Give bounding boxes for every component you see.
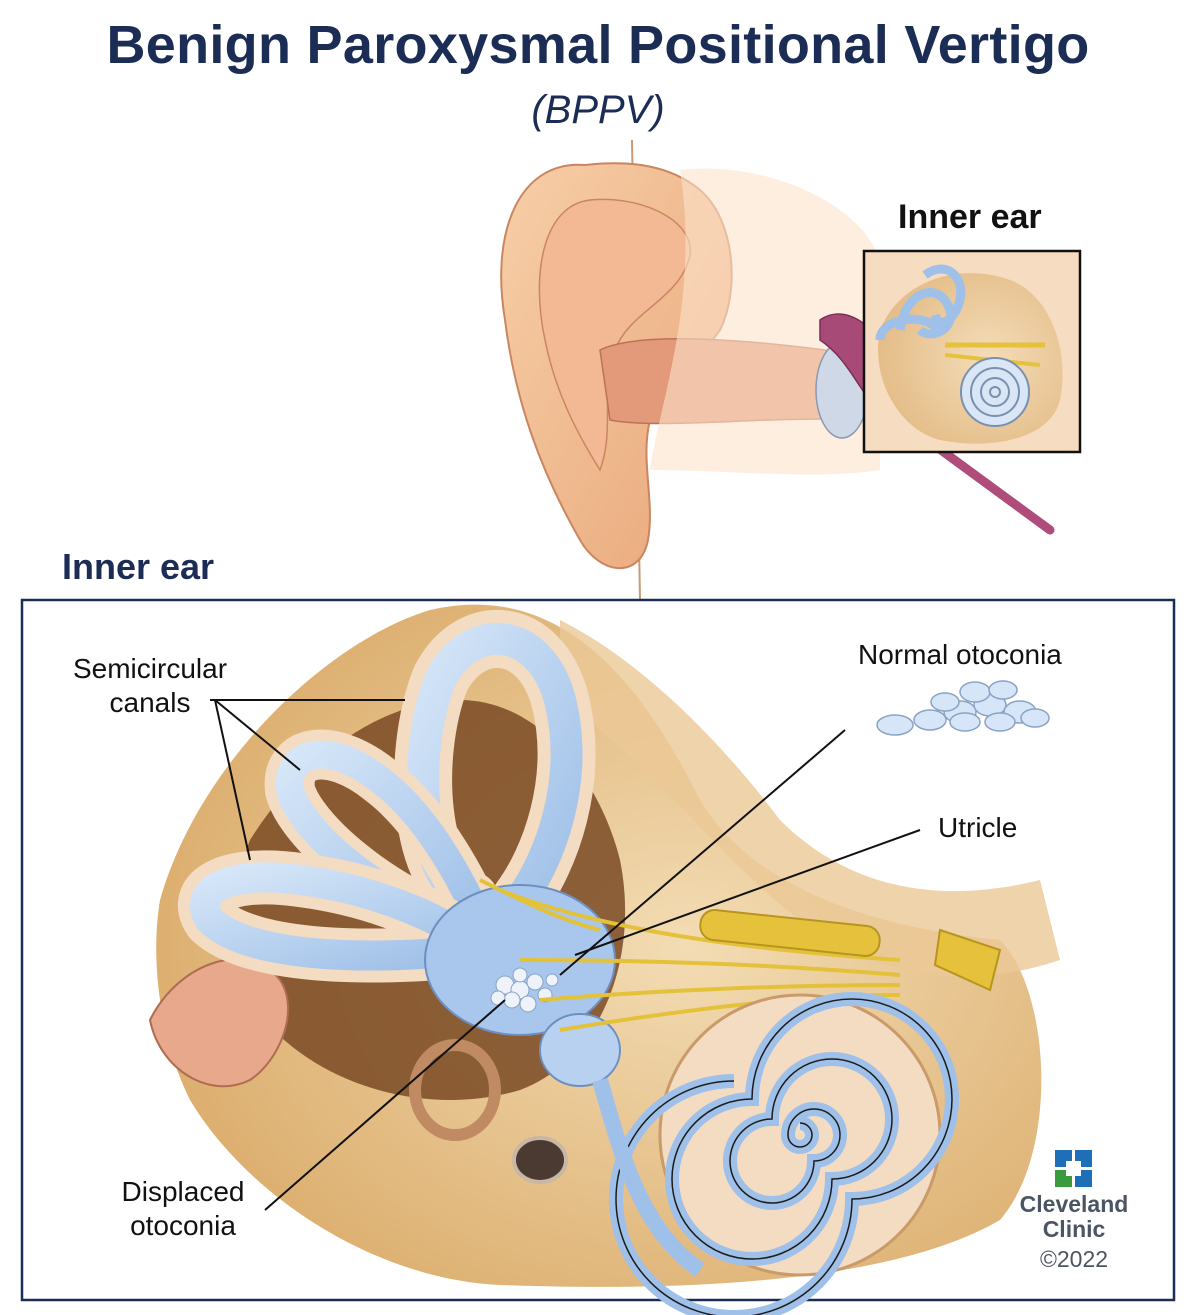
copyright: ©2022	[1039, 1246, 1109, 1272]
logo-line1: Cleveland	[1019, 1191, 1129, 1217]
cleveland-clinic-logo-mark	[1055, 1150, 1092, 1187]
detail-panel-heading: Inner ear	[62, 546, 215, 587]
normal-otoconia-label: Normal otoconia	[858, 639, 1062, 670]
outer-ear-illustration	[500, 139, 1055, 601]
inner-ear-box	[862, 249, 1082, 454]
page-subtitle: (BPPV)	[531, 88, 665, 132]
inner-ear-box-label: Inner ear	[898, 198, 1042, 236]
normal-otoconia-crystals	[876, 680, 1050, 736]
displaced-otoconia-label: Displaced otoconia	[121, 1176, 245, 1241]
logo-line2: Clinic	[1042, 1216, 1106, 1242]
page-title: Benign Paroxysmal Positional Vertigo	[106, 15, 1090, 75]
semicircular-canals-label: Semicircular canals	[72, 653, 228, 718]
cleveland-clinic-logo: Cleveland Clinic ©2022	[1018, 1192, 1130, 1273]
utricle-label: Utricle	[938, 812, 1018, 843]
label-leader-lines	[210, 699, 921, 1211]
